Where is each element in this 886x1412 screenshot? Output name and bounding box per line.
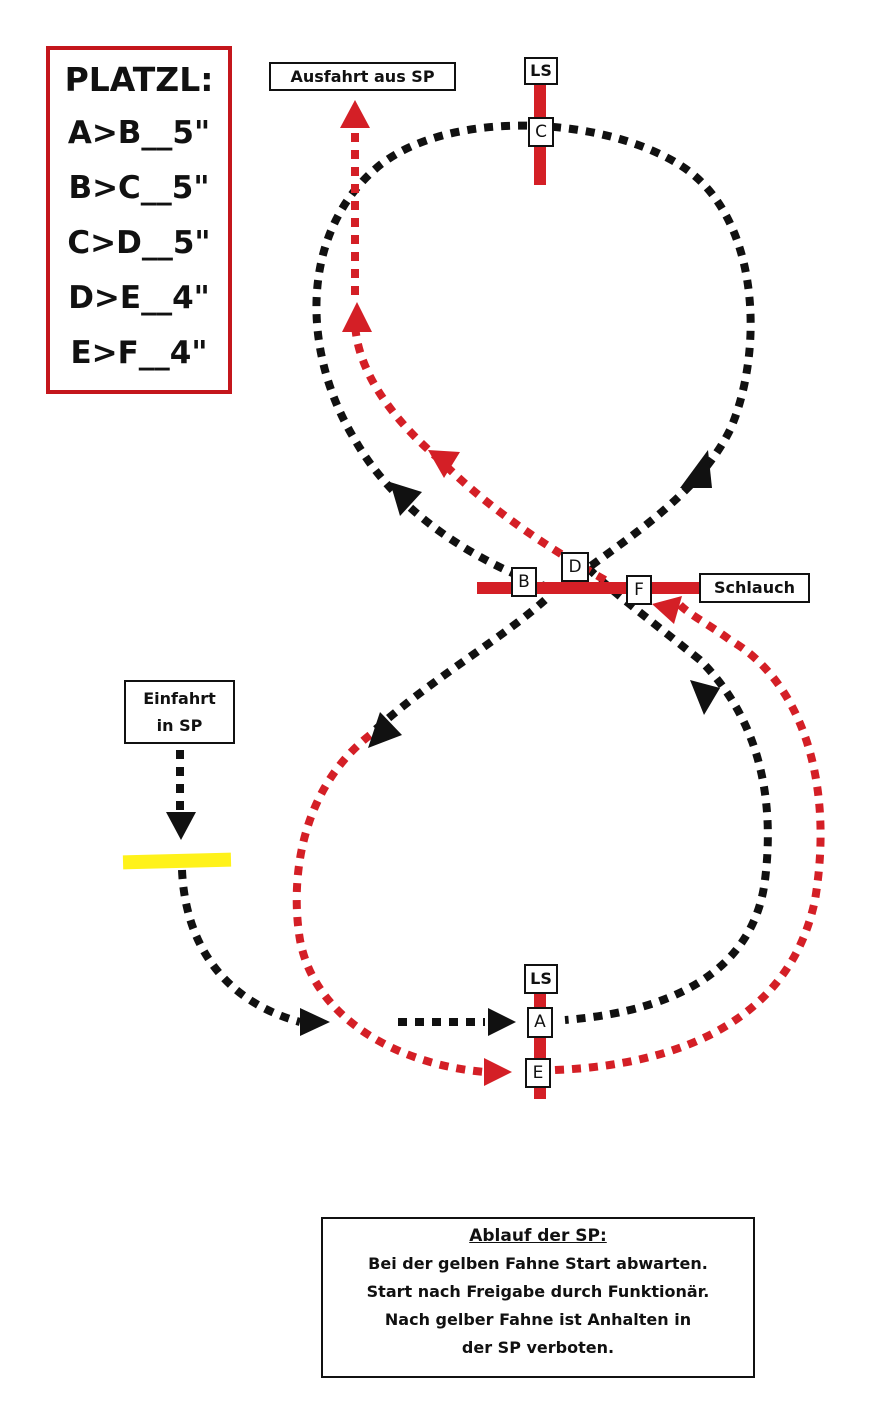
- black-arrow-to-a: [488, 1008, 516, 1036]
- point-d: D: [561, 552, 589, 582]
- sequence-line-1: Bei der gelben Fahne Start abwarten.: [368, 1254, 708, 1273]
- sequence-line-3: Nach gelber Fahne ist Anhalten in: [384, 1310, 692, 1329]
- sequence-line-4: der SP verboten.: [461, 1338, 615, 1357]
- platzl-row-cd: C>D__5": [67, 225, 211, 261]
- exit-label: Ausfahrt aus SP: [269, 62, 456, 91]
- sequence-line-2: Start nach Freigabe durch Funktionär.: [366, 1282, 710, 1301]
- platzl-row-ef: E>F__4": [70, 335, 208, 371]
- black-arrow-entry: [166, 812, 196, 840]
- platzl-row-bc: B>C__5": [68, 170, 210, 206]
- yellow-flag: [122, 852, 232, 870]
- black-route-upper-loop: [312, 121, 755, 592]
- red-arrow-f: [652, 596, 682, 624]
- red-route-right-loop: [554, 602, 825, 1074]
- black-route-b-down: [372, 597, 548, 733]
- ls-top-label: LS: [524, 57, 558, 85]
- platzl-row-ab: A>B__5": [67, 115, 211, 151]
- hose-label: Schlauch: [699, 573, 810, 603]
- black-arrow-upper-right: [680, 450, 712, 488]
- black-arrow-upper-left: [390, 482, 422, 516]
- point-b: B: [511, 567, 537, 597]
- point-e: E: [525, 1058, 551, 1088]
- red-arrow-to-e: [484, 1058, 512, 1086]
- platzl-box: PLATZL: A>B__5" B>C__5" C>D__5" D>E__4" …: [46, 46, 232, 394]
- black-arrow-lower-left: [368, 712, 402, 748]
- black-route-lower-loop: [564, 565, 772, 1024]
- red-route-to-exit: [351, 130, 607, 584]
- platzl-title: PLATZL:: [64, 60, 214, 99]
- point-f: F: [626, 575, 652, 605]
- point-c: C: [528, 117, 554, 147]
- black-route-start: [178, 869, 302, 1026]
- black-arrow-start: [300, 1008, 330, 1036]
- black-arrow-lower-right: [690, 680, 720, 715]
- platzl-row-de: D>E__4": [68, 280, 210, 316]
- entry-label-line1: Einfahrt: [143, 689, 216, 708]
- point-a: A: [527, 1007, 553, 1038]
- sequence-box: Ablauf der SP: Bei der gelben Fahne Star…: [321, 1217, 755, 1378]
- red-route-lower-left-loop: [292, 731, 486, 1076]
- red-arrow-diagonal: [428, 450, 460, 478]
- entry-label-line2: in SP: [156, 716, 203, 735]
- sequence-title: Ablauf der SP:: [469, 1226, 607, 1246]
- red-arrow-mid-up: [342, 302, 372, 332]
- ls-bottom-label: LS: [524, 964, 558, 994]
- red-arrow-exit: [340, 100, 370, 128]
- entry-label: Einfahrt in SP: [124, 680, 235, 744]
